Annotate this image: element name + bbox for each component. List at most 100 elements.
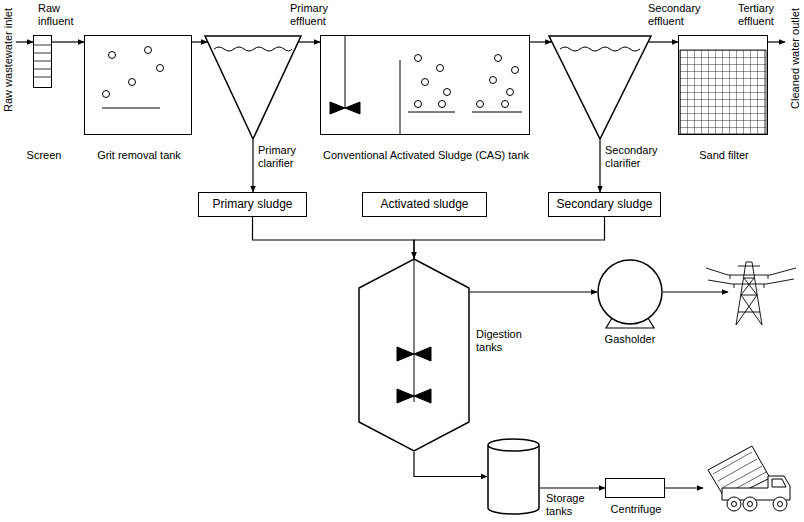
flow-connector xyxy=(414,452,487,477)
grit-particles xyxy=(103,91,110,98)
sludge-box: Primary sludge xyxy=(198,192,307,217)
digester-mixer xyxy=(414,258,415,402)
sand-filter-media xyxy=(680,50,766,134)
centrifuge: Centrifuge xyxy=(605,478,665,498)
part-label: Gasholder xyxy=(590,333,670,346)
grit-particles xyxy=(109,52,116,59)
aeration-equipment xyxy=(400,60,401,135)
digester-mixer xyxy=(397,347,431,361)
gasholder-outline xyxy=(598,260,662,324)
power-arrow xyxy=(663,291,728,292)
grit-tank: Grit removal tank xyxy=(84,35,192,135)
flow-connector xyxy=(649,41,679,42)
dump-truck xyxy=(778,502,783,507)
aeration-equipment xyxy=(512,67,519,74)
gasholder-outline xyxy=(597,259,663,325)
storage-tank: Storage tanks xyxy=(487,438,540,515)
storage-tank-outline xyxy=(487,438,540,515)
water-surface xyxy=(560,47,640,51)
power-pylon xyxy=(736,278,762,325)
clarifier-shape: Secondary clarifier xyxy=(548,35,652,140)
power-arrow xyxy=(663,291,728,292)
power-pylon xyxy=(728,266,770,284)
flow-connector xyxy=(414,217,605,258)
clarifier-shape-outline xyxy=(548,35,652,140)
digester-tank: Digestion tanks xyxy=(358,258,470,452)
screen-bars xyxy=(33,69,52,70)
aeration-equipment xyxy=(422,79,429,86)
part-label: Primary clarifier xyxy=(258,144,314,170)
dump-truck xyxy=(748,502,753,507)
digester-mixer xyxy=(397,258,431,403)
clarifier-shape-outline xyxy=(205,36,301,139)
clarifier-shape-outline xyxy=(549,36,651,139)
aeration-equipment xyxy=(330,35,522,135)
flow-connector xyxy=(599,140,600,192)
inlet-arrow xyxy=(16,41,33,42)
outlet-arrow xyxy=(768,41,785,42)
water-surface xyxy=(214,47,640,51)
screen-bars xyxy=(33,77,52,78)
digester-tank-outline xyxy=(358,258,470,452)
flow-connector xyxy=(470,291,597,292)
power-pylon xyxy=(730,275,768,288)
gasholder: Gasholder xyxy=(597,259,663,325)
flow-label: Raw influent xyxy=(38,2,84,28)
aeration-equipment xyxy=(439,101,446,108)
cake-arrow xyxy=(665,487,703,488)
screen-bars xyxy=(33,53,52,54)
clarifier-shape: Primary clarifier xyxy=(204,35,302,140)
aeration-equipment xyxy=(472,112,522,113)
sand-filter: Sand filter xyxy=(678,35,768,135)
aeration-equipment xyxy=(415,101,422,108)
aeration-equipment xyxy=(408,112,455,113)
flow-label: Raw wastewater inlet xyxy=(2,8,15,112)
aeration-equipment xyxy=(490,77,497,84)
aeration-equipment xyxy=(437,65,444,72)
part-label: Grit removal tank xyxy=(79,149,199,162)
outlet-arrow xyxy=(768,41,785,42)
flow-label: Primary effluent xyxy=(290,2,342,28)
flow-label: Cleaned water outlet xyxy=(789,8,802,109)
clarifier-shape-outline xyxy=(204,35,302,140)
flow-connector xyxy=(52,41,84,42)
inlet-arrow xyxy=(16,41,33,42)
flow-connector xyxy=(530,41,552,42)
flow-connector xyxy=(252,140,253,192)
screen-bars xyxy=(33,45,52,46)
grit-particles xyxy=(157,65,164,72)
grit-particles xyxy=(145,47,152,54)
dump-truck xyxy=(743,497,757,511)
screen-bars xyxy=(33,61,52,62)
screen-bars xyxy=(33,45,52,77)
aeration-equipment xyxy=(444,89,451,96)
storage-tank-outline xyxy=(488,439,539,514)
flow-connector xyxy=(253,217,415,258)
part-label: Digestion tanks xyxy=(476,328,538,354)
dump-truck xyxy=(708,446,790,511)
aeration-equipment xyxy=(415,55,422,62)
flow-connector xyxy=(192,41,207,42)
flow-label: Tertiary effluent xyxy=(738,2,790,28)
sludge-box: Activated sludge xyxy=(362,192,487,217)
flow-label: Secondary effluent xyxy=(648,2,708,28)
power-pylon xyxy=(706,262,796,325)
aeration-equipment xyxy=(507,89,514,96)
power-pylon xyxy=(736,262,762,325)
box-label: Activated sludge xyxy=(380,198,468,211)
cake-arrow xyxy=(665,487,703,488)
box-label: Primary sludge xyxy=(212,198,292,211)
box-label: Secondary sludge xyxy=(556,198,652,211)
dump-truck xyxy=(727,497,741,511)
dump-truck xyxy=(772,479,786,487)
power-pylon xyxy=(706,268,796,284)
grit-particles xyxy=(129,79,136,86)
sludge-box: Secondary sludge xyxy=(548,192,661,217)
aeration-equipment xyxy=(495,55,502,62)
part-label: Sand filter xyxy=(664,149,784,162)
aeration-equipment xyxy=(345,35,346,108)
dump-truck xyxy=(732,502,737,507)
